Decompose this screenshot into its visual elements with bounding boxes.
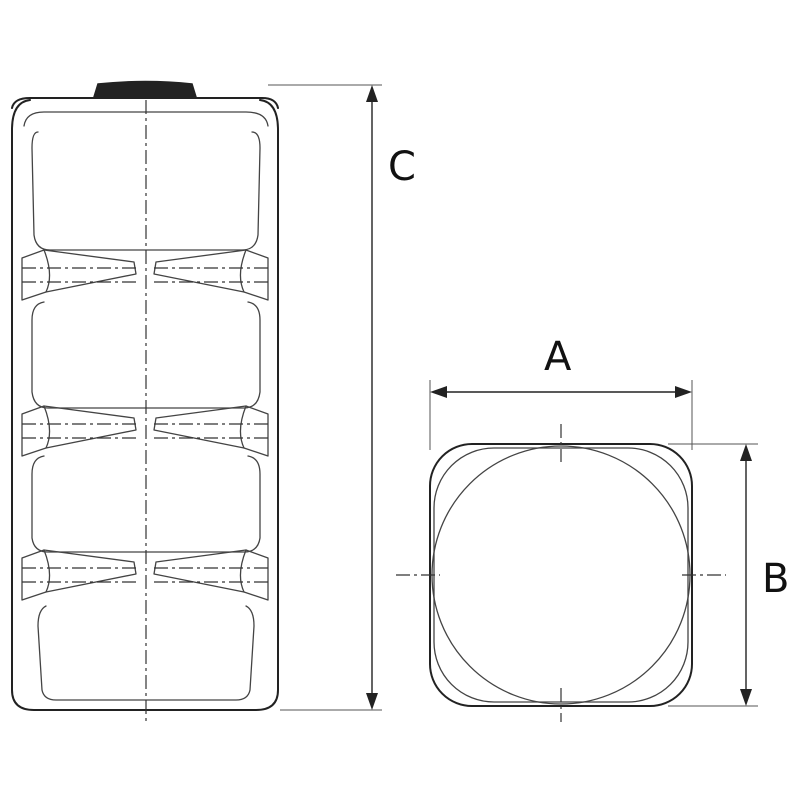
tank-top-outline xyxy=(429,443,693,707)
dimension-c-label: C xyxy=(388,144,416,190)
filler-cap xyxy=(92,80,198,98)
tank-top-inner-outline xyxy=(433,447,689,703)
tank-top-circle xyxy=(431,445,691,705)
tank-top-shoulder xyxy=(11,97,279,109)
dimension-b-label: B xyxy=(762,556,789,602)
tank-top-rim xyxy=(23,111,269,127)
tank-side-outline xyxy=(11,99,279,711)
dimension-a-label: A xyxy=(544,334,572,380)
tank-rib-3 xyxy=(21,549,269,601)
dimension-b: B xyxy=(668,443,789,707)
tank-rib-1 xyxy=(21,249,269,301)
tank-rib-2 xyxy=(21,405,269,457)
dimension-a: A xyxy=(429,334,693,450)
tank-side-view xyxy=(11,80,279,722)
dimension-c: C xyxy=(268,84,416,711)
tank-top-view xyxy=(396,424,726,722)
